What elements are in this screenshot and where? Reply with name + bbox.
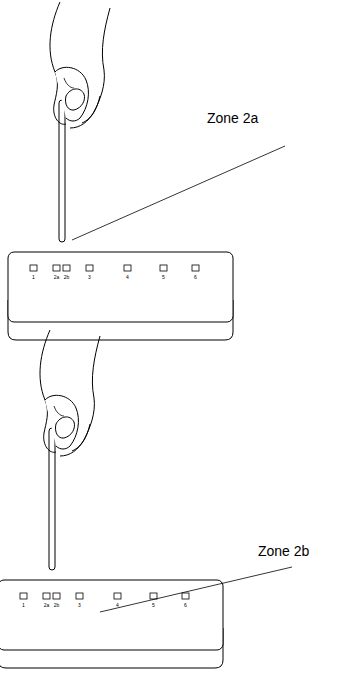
- swab-over-tray: [0, 330, 223, 668]
- well-number: 6: [194, 275, 197, 280]
- well-number: 2b: [54, 603, 60, 608]
- well-number: 4: [116, 603, 119, 608]
- well-number: 5: [162, 275, 165, 280]
- well-number: 4: [126, 275, 129, 280]
- zone-callout: Zone 2b: [258, 544, 309, 558]
- well-number: 6: [184, 603, 187, 608]
- well-number: 1: [32, 275, 35, 280]
- leader-line: [72, 146, 285, 240]
- well-number: 3: [88, 275, 91, 280]
- well-number: 2a: [54, 275, 60, 280]
- well-number: 2b: [64, 275, 70, 280]
- well-number: 1: [22, 603, 25, 608]
- zone-callout: Zone 2a: [207, 111, 258, 125]
- well-number: 2a: [44, 603, 50, 608]
- leader-line: [100, 567, 292, 612]
- well-number: 5: [152, 603, 155, 608]
- well-number: 3: [78, 603, 81, 608]
- swab-over-tray: [8, 2, 233, 340]
